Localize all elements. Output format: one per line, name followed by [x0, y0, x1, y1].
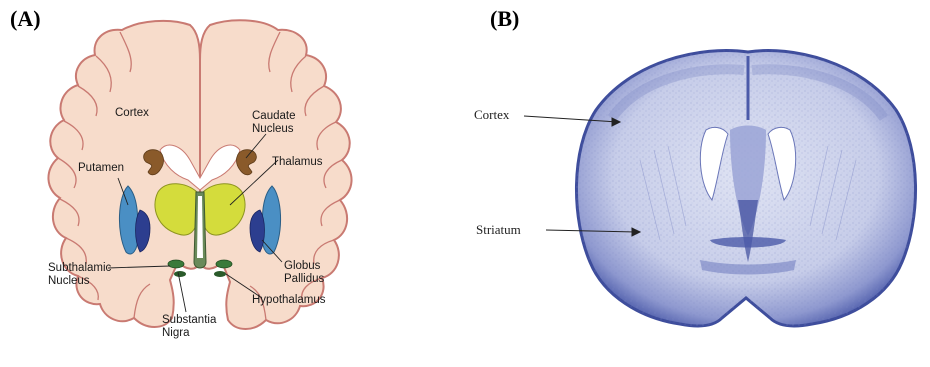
left-substantia-nigra: [174, 271, 186, 277]
label-subthalamic-nucleus: Subthalamic Nucleus: [48, 262, 118, 288]
label-substantia-nigra: Substantia Nigra: [162, 314, 218, 340]
label-thalamus: Thalamus: [272, 156, 323, 169]
left-subthalamic: [168, 260, 184, 268]
right-substantia-nigra: [214, 271, 226, 277]
label-cortex-b: Cortex: [474, 108, 509, 122]
label-putamen: Putamen: [78, 162, 124, 175]
right-subthalamic: [216, 260, 232, 268]
label-cortex-a: Cortex: [115, 107, 149, 120]
histology-section: [576, 50, 915, 326]
label-striatum: Striatum: [476, 223, 521, 237]
label-globus-pallidus: Globus Pallidus: [284, 260, 334, 286]
label-caudate-nucleus: Caudate Nucleus: [252, 110, 312, 136]
label-hypothalamus: Hypothalamus: [252, 294, 326, 307]
